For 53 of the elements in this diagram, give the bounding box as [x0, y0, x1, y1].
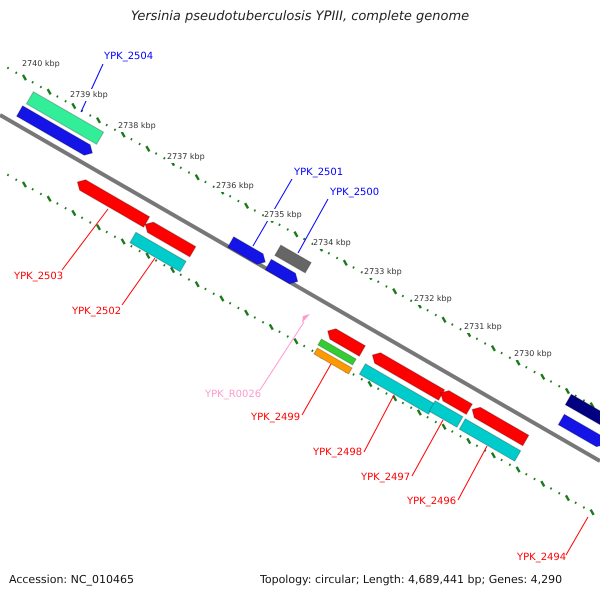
- scale-label: 2730 kbp: [514, 348, 552, 360]
- scale-label: 2737 kbp: [167, 151, 205, 163]
- leader-line: [364, 394, 394, 452]
- gene-label: YPK_2503: [14, 271, 64, 283]
- leader-line: [62, 208, 108, 270]
- scale-label: 2733 kbp: [364, 266, 402, 278]
- leader-line: [566, 516, 588, 556]
- footer-text: Accession: NC_010465: [9, 574, 134, 586]
- gene-bar: [76, 179, 150, 228]
- gene-bar: [129, 232, 187, 272]
- gene-bar: [428, 400, 464, 428]
- gene-bar: [227, 236, 266, 265]
- gene-bar: [372, 352, 446, 401]
- gene-bar: [313, 347, 353, 375]
- gene-bar: [144, 222, 196, 258]
- gene-label: YPK_2494: [517, 552, 566, 564]
- leader-line: [122, 258, 156, 306]
- gene-label: YPK_2496: [407, 496, 456, 508]
- gene-label: YPK_2500: [330, 187, 380, 199]
- gene-bar: [16, 105, 94, 156]
- gene-bar: [440, 390, 473, 416]
- gene-bar: [458, 418, 522, 462]
- scale-label: 2736 kbp: [216, 180, 254, 192]
- leader-line: [302, 364, 332, 416]
- gene-bar: [274, 244, 312, 274]
- scale-label: 2739 kbp: [70, 89, 108, 101]
- footer-text: Topology: circular; Length: 4,689,441 bp; Genes: 4,290: [260, 574, 562, 586]
- title: Yersinia pseudotuberculosis YPIII, complete genome: [130, 11, 470, 23]
- scale-label: 2734 kbp: [313, 237, 351, 249]
- gene-label: YPK_2502: [72, 306, 122, 318]
- gene-bar: [472, 406, 530, 446]
- scale-label: 2732 kbp: [414, 293, 452, 305]
- scale-label: 2735 kbp: [264, 209, 302, 221]
- gene-bar: [564, 394, 600, 428]
- leader-line: [412, 420, 444, 476]
- gene-label: YPK_R0026: [205, 389, 262, 401]
- gene-label: YPK_2498: [313, 447, 362, 459]
- gene-bar: [264, 258, 298, 284]
- gene-bar: [317, 338, 357, 366]
- gene-bar: [358, 363, 436, 415]
- gene-bar: [327, 328, 366, 357]
- gene-label: YPK_2499: [251, 412, 300, 424]
- leader-line: [260, 322, 304, 390]
- leader-line: [298, 198, 328, 254]
- scale-label: 2731 kbp: [464, 321, 502, 333]
- feature-marker: [302, 314, 310, 323]
- scale-label: 2740 kbp: [22, 58, 60, 70]
- gene-label: YPK_2497: [361, 472, 410, 484]
- gene-bar: [558, 414, 600, 448]
- scale-label: 2738 kbp: [118, 120, 156, 132]
- gene-label: YPK_2504: [104, 51, 154, 63]
- gene-label: YPK_2501: [294, 167, 344, 179]
- leader-line: [458, 446, 488, 500]
